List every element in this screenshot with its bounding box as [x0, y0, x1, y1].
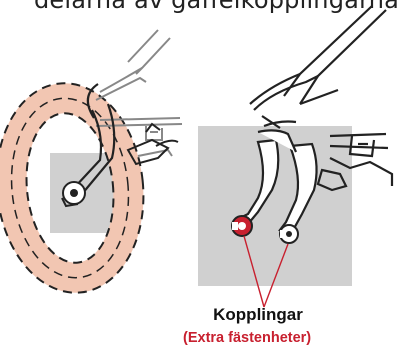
- detail-illustration: [198, 6, 392, 307]
- highlighted-coupling-left: [232, 216, 252, 236]
- overview-illustration: [0, 30, 182, 300]
- callout-label: Kopplingar: [183, 305, 333, 325]
- coupling-right: [280, 225, 298, 243]
- callout-sublabel: (Extra fästenheter): [183, 330, 361, 346]
